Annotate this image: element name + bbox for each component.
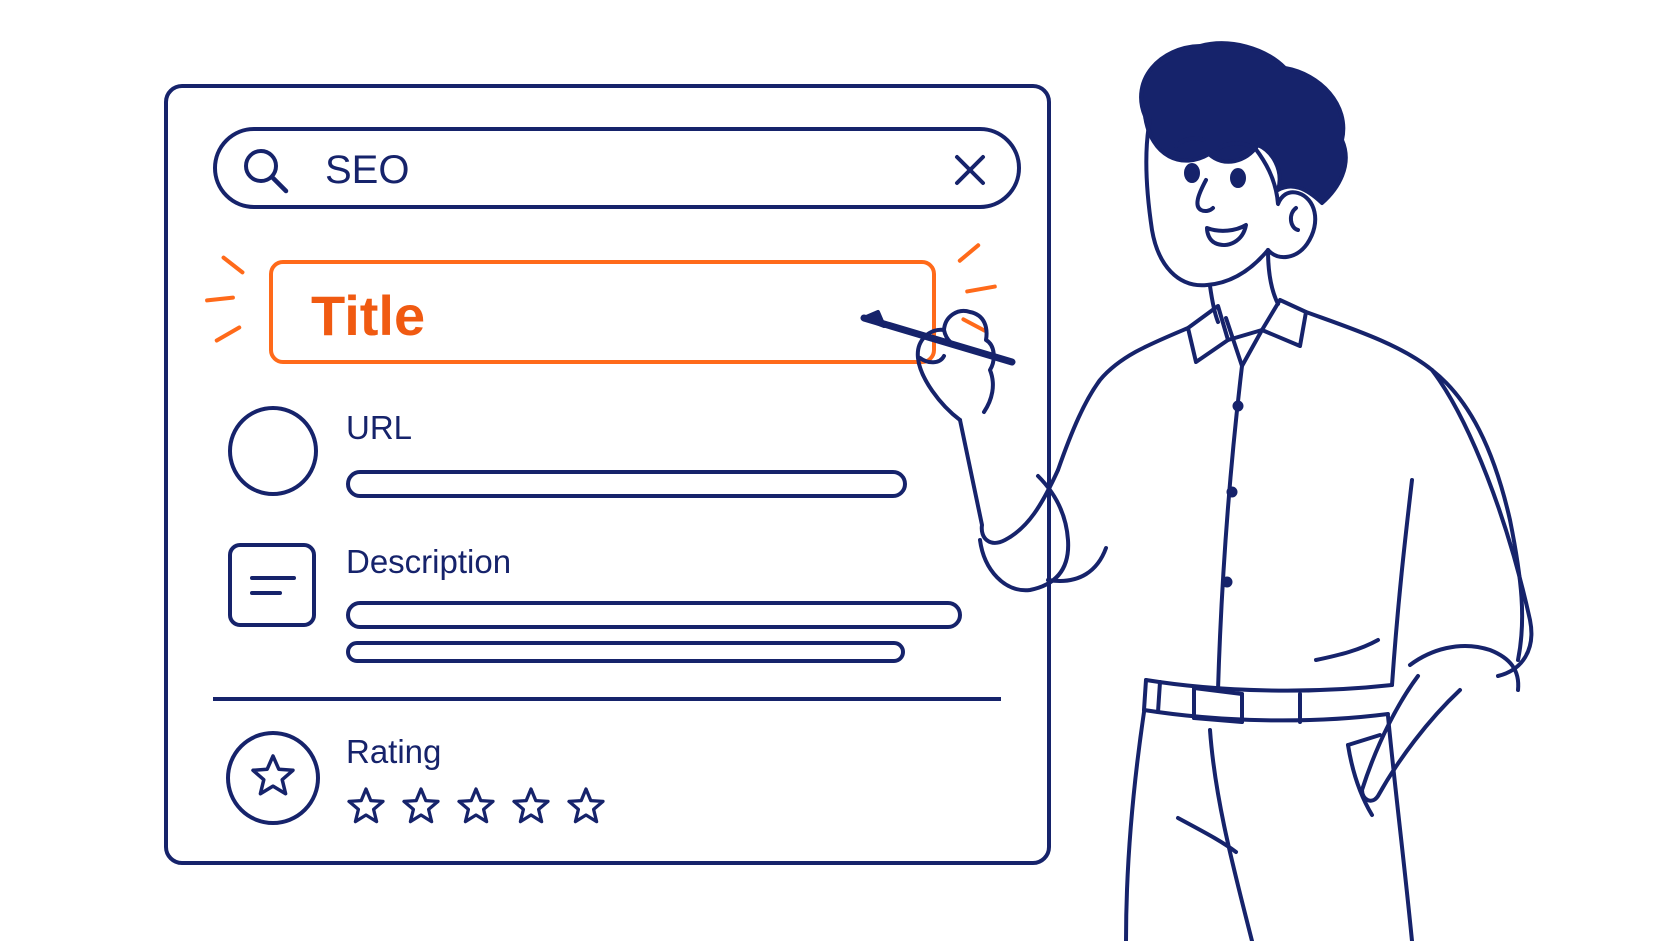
rating-star-icon[interactable] xyxy=(345,786,387,828)
url-label: URL xyxy=(346,409,413,446)
text-line xyxy=(250,576,296,580)
rating-stars[interactable] xyxy=(345,786,615,831)
rating-star-icon[interactable] xyxy=(565,786,607,828)
text-lines-icon xyxy=(228,543,316,627)
search-icon xyxy=(241,146,291,196)
right-arm xyxy=(1430,368,1534,678)
description-field-line-1[interactable] xyxy=(346,601,962,629)
text-line xyxy=(250,591,282,595)
rating-star-icon[interactable] xyxy=(510,786,552,828)
face xyxy=(1144,117,1318,288)
description-label: Description xyxy=(346,543,512,580)
rating-label: Rating xyxy=(346,733,442,770)
search-input-value[interactable]: SEO xyxy=(325,148,410,192)
hair xyxy=(1139,41,1348,205)
divider xyxy=(213,697,1001,701)
rating-star-icon[interactable] xyxy=(455,786,497,828)
seo-panel: SEO Title URL Description xyxy=(164,84,1051,865)
rating-star-icon[interactable] xyxy=(400,786,442,828)
search-bar[interactable]: SEO xyxy=(213,127,1021,209)
title-field-highlighted[interactable]: Title xyxy=(269,260,936,364)
url-field[interactable] xyxy=(346,470,907,498)
close-icon[interactable] xyxy=(951,151,989,189)
description-field-line-2[interactable] xyxy=(346,641,905,663)
circle-icon xyxy=(228,406,318,496)
title-label: Title xyxy=(311,284,426,347)
star-icon xyxy=(226,731,320,825)
